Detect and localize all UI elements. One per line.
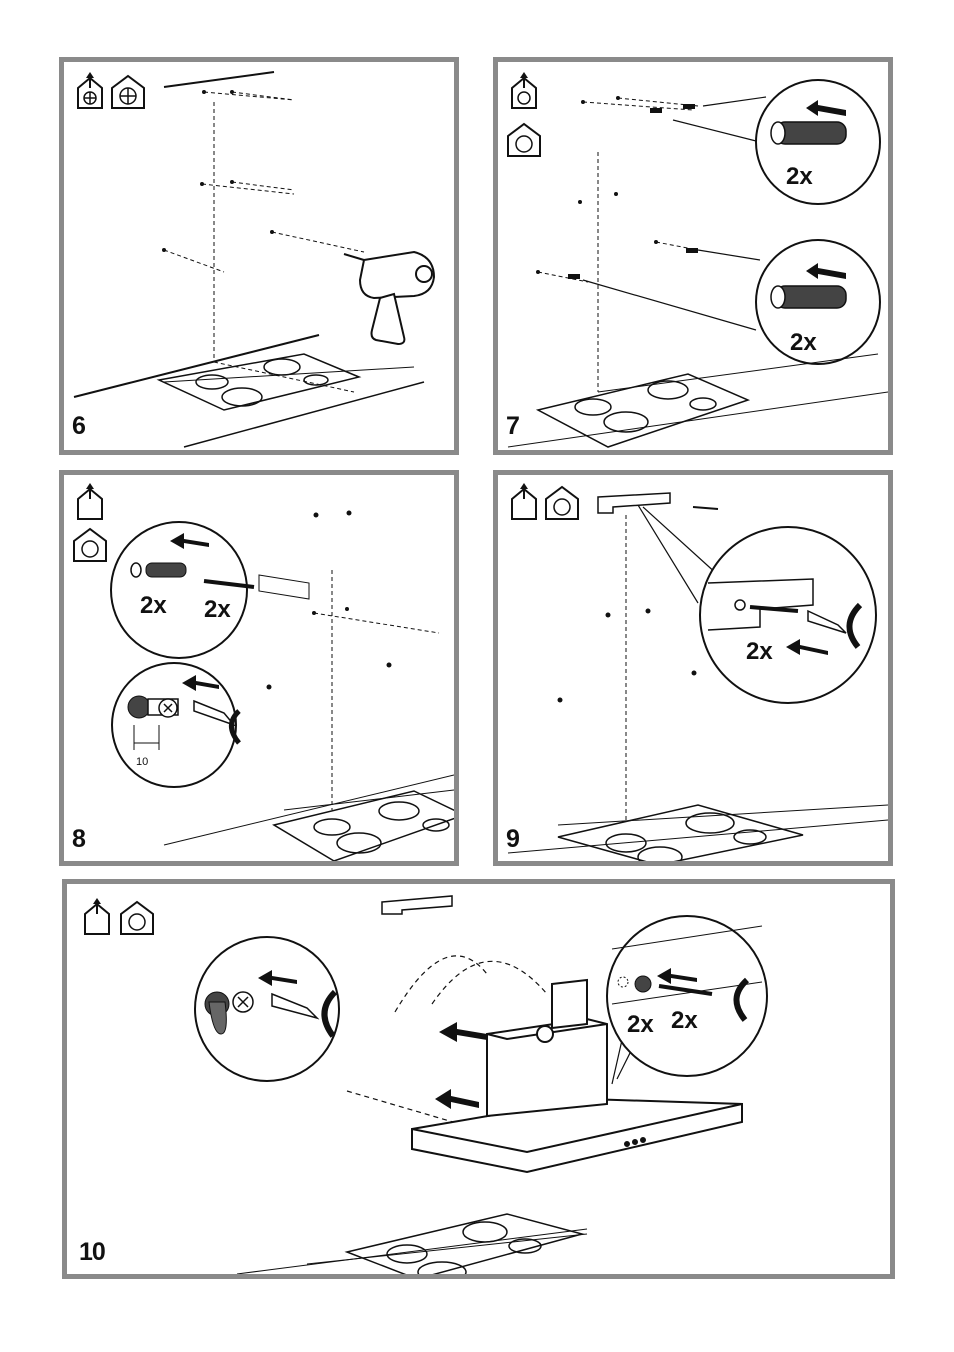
wall-bracket [382, 896, 452, 914]
wall-plug-callout-top: 2x [756, 80, 880, 204]
keyhole-screw-callout [195, 937, 339, 1081]
quantity-label: 2x [790, 329, 817, 356]
step-number: 10 [79, 1238, 105, 1267]
house-recirculation-fan-icon [112, 76, 144, 108]
house-extract-fan-icon [512, 72, 536, 108]
house-extract-fan-icon [512, 483, 536, 519]
step-6-illustration [64, 62, 454, 450]
step-10-panel: 2x 2x 10 [62, 879, 895, 1279]
house-extract-fan-icon [78, 483, 102, 519]
side-screw-callout: 2x 2x [607, 916, 767, 1076]
step-number: 7 [506, 412, 519, 441]
quantity-label: 2x [786, 163, 813, 190]
house-recirculation-fan-icon [74, 529, 106, 561]
hob-cooktop [558, 805, 803, 861]
step-10-illustration: 2x 2x [67, 884, 890, 1274]
step-number: 8 [72, 825, 85, 854]
tighten-callout: 10 [112, 663, 239, 787]
wall-bracket [598, 493, 670, 513]
hob-cooktop [347, 1214, 582, 1274]
hob-cooktop [538, 374, 748, 447]
bracket-screw-callout: 2x [700, 527, 876, 703]
step-number: 9 [506, 825, 519, 854]
quantity-label: 2x [671, 1007, 698, 1034]
step-6-panel: 6 [59, 57, 459, 455]
quantity-label: 2x [627, 1011, 654, 1038]
quantity-label: 2x [746, 638, 773, 665]
step-number: 6 [72, 412, 85, 441]
house-extract-fan-icon [78, 72, 102, 108]
drill-icon [344, 252, 434, 344]
hob-cooktop [159, 354, 359, 410]
step-9-panel: 2x 9 [493, 470, 893, 866]
quantity-label: 2x [140, 592, 167, 619]
house-recirculation-fan-icon [508, 124, 540, 156]
house-recirculation-fan-icon [546, 487, 578, 519]
plug-and-screw-callout: 2x 2x [111, 522, 254, 658]
step-9-illustration: 2x [498, 475, 888, 861]
step-8-illustration: 2x 2x 10 [64, 475, 454, 861]
step-7-panel: 2x 2x 7 [493, 57, 893, 455]
house-recirculation-fan-icon [121, 902, 153, 934]
house-extract-fan-icon [85, 898, 109, 934]
wall-plug-callout-bottom: 2x [756, 240, 880, 364]
step-8-panel: 2x 2x 10 8 [59, 470, 459, 866]
step-7-illustration: 2x 2x [498, 62, 888, 450]
dimension-label: 10 [136, 756, 148, 768]
hob-cooktop [274, 791, 454, 861]
quantity-label: 2x [204, 596, 231, 623]
